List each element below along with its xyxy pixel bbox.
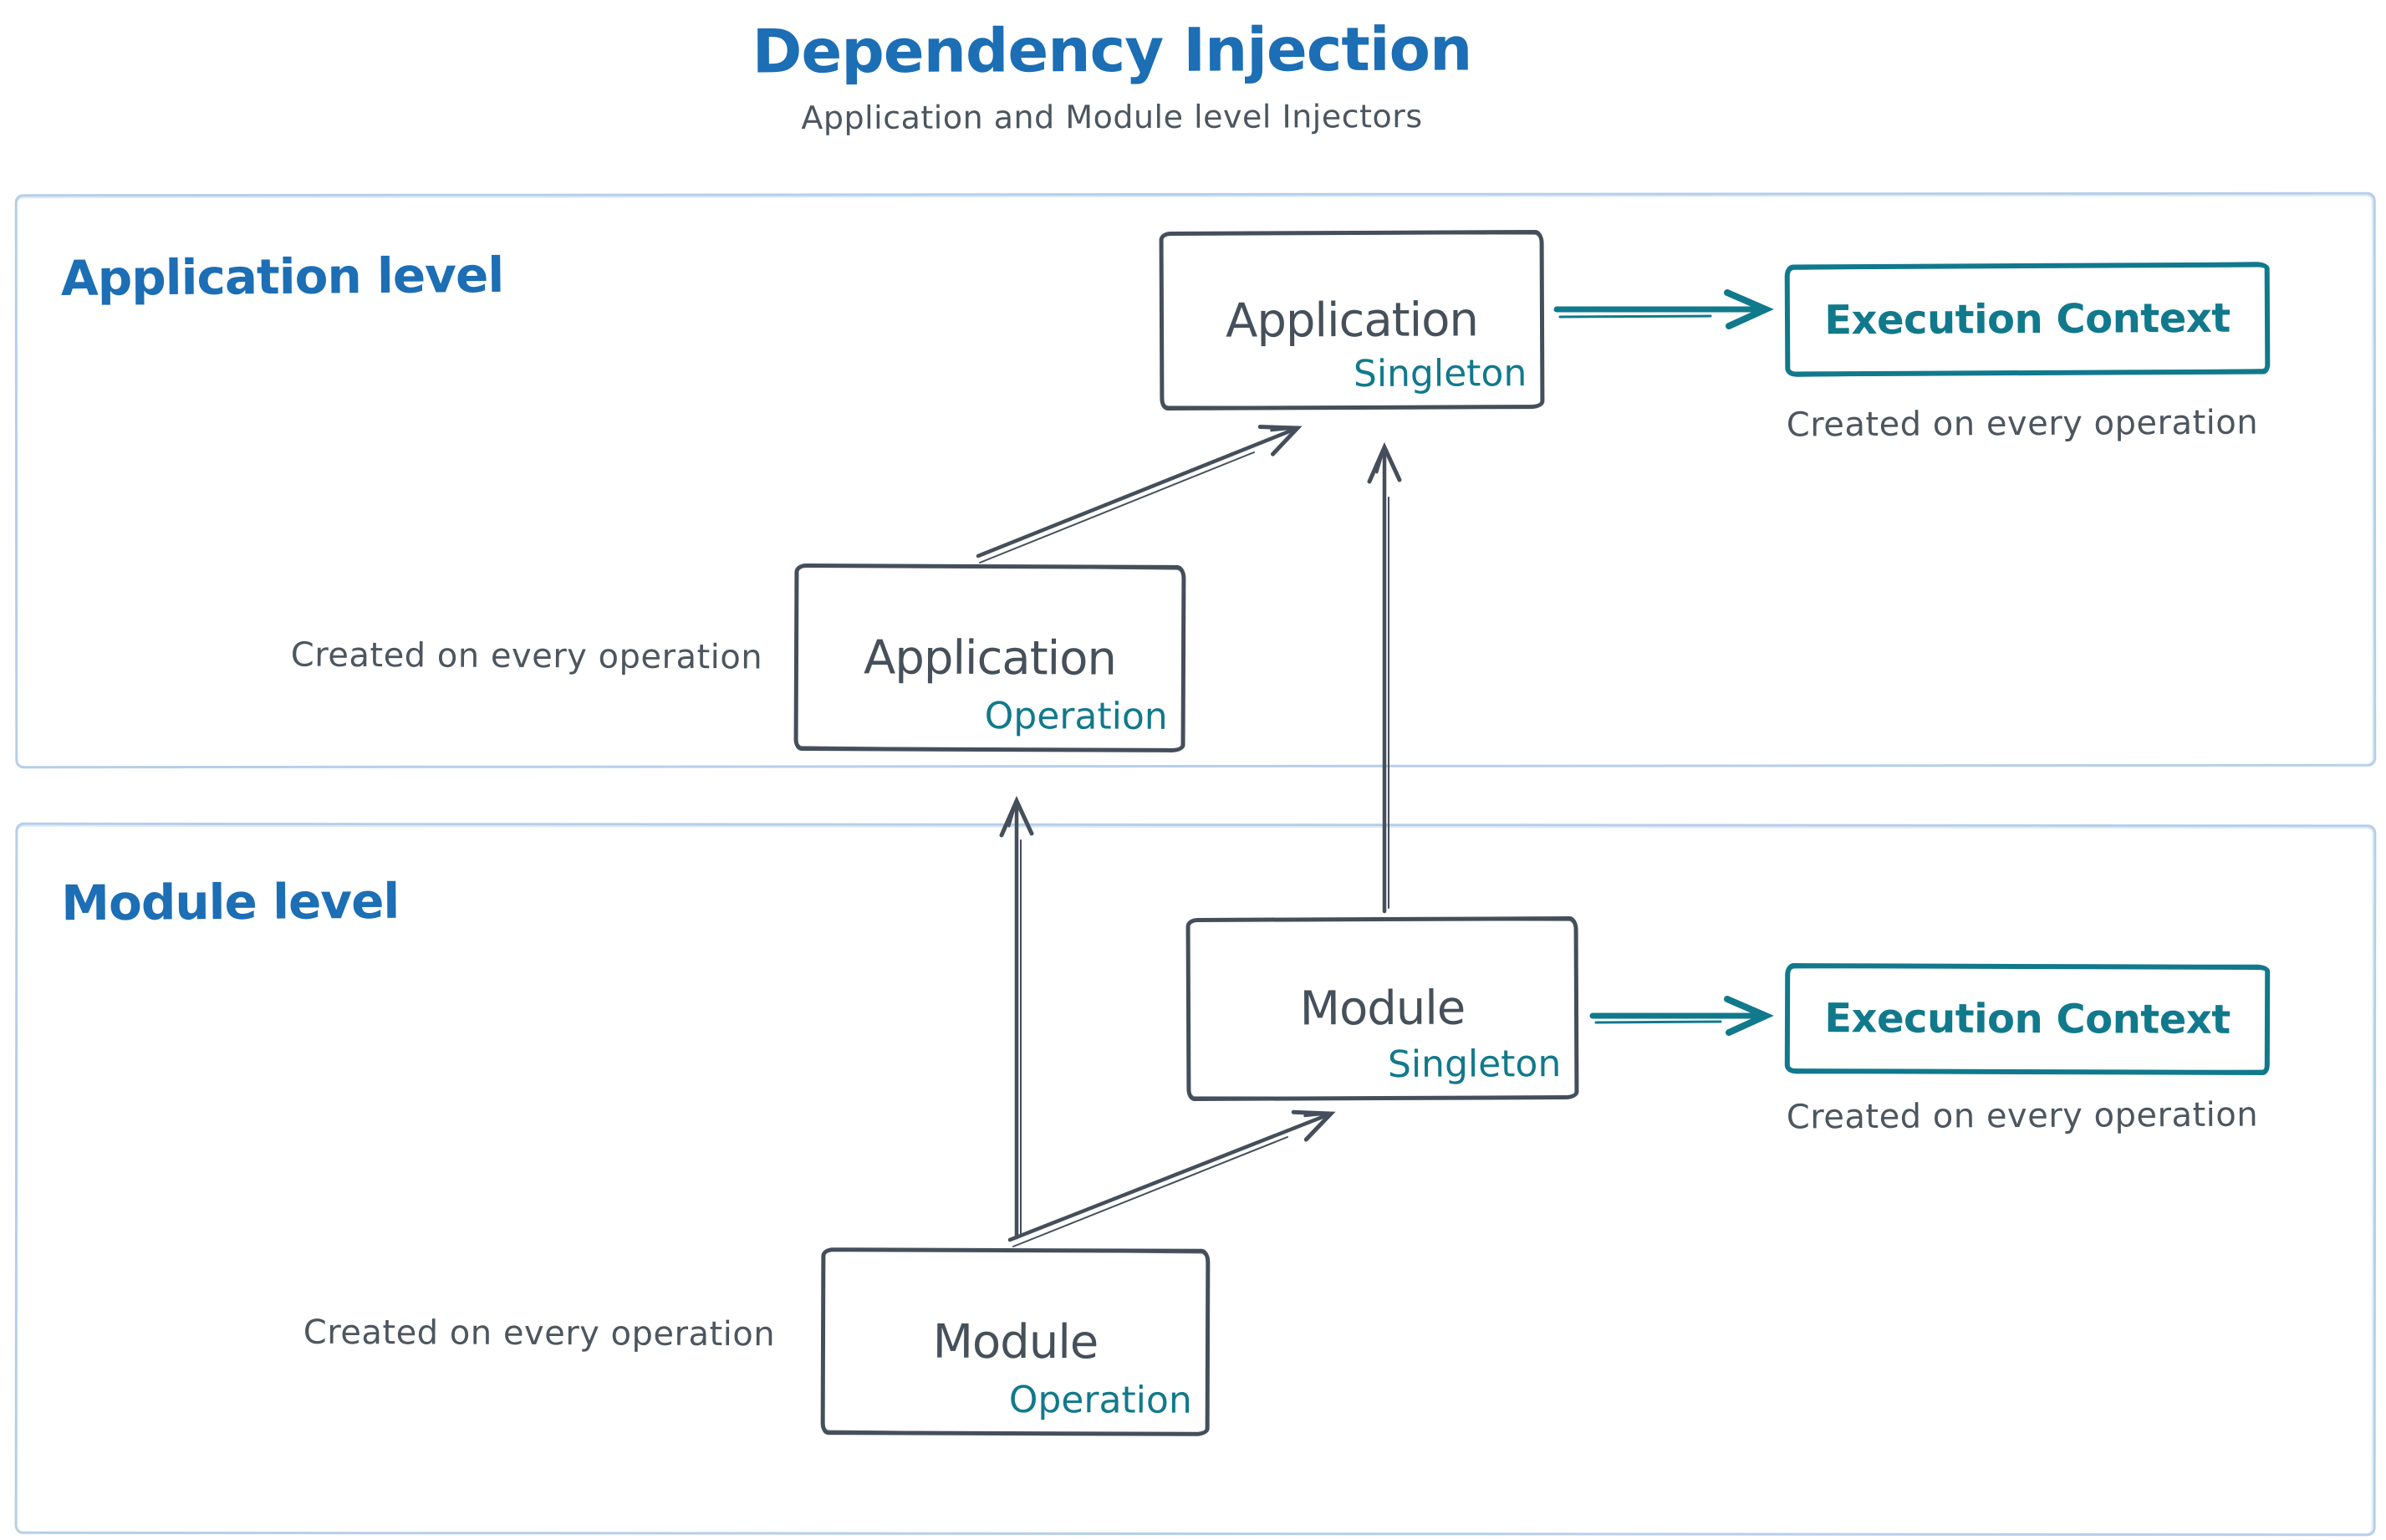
- node-label: Execution Context: [1824, 294, 2231, 344]
- node-module-singleton: Module Singleton: [1185, 915, 1579, 1102]
- node-label: Execution Context: [1824, 995, 2231, 1043]
- node-application-singleton: Application Singleton: [1159, 229, 1545, 411]
- node-execution-context-application: Execution Context: [1784, 262, 2271, 377]
- section-application-label: Application level: [60, 246, 504, 308]
- caption-execution-context-application: Created on every operation: [1786, 403, 2259, 445]
- node-sublabel: Operation: [1008, 1378, 1192, 1422]
- node-execution-context-module: Execution Context: [1784, 962, 2271, 1076]
- caption-execution-context-module: Created on every operation: [1786, 1095, 2259, 1137]
- caption-application-operation: Created on every operation: [290, 635, 763, 677]
- node-module-operation: Module Operation: [820, 1247, 1211, 1436]
- caption-module-operation: Created on every operation: [303, 1313, 776, 1354]
- section-module-label: Module level: [61, 872, 400, 932]
- node-sublabel: Singleton: [1353, 352, 1527, 395]
- diagram-header: Dependency Injection Application and Mod…: [0, 13, 2224, 135]
- node-sublabel: Operation: [984, 694, 1168, 738]
- page-subtitle: Application and Module level Injectors: [801, 98, 1423, 136]
- page-title: Dependency Injection: [752, 13, 1472, 87]
- node-application-operation: Application Operation: [793, 563, 1186, 753]
- node-sublabel: Singleton: [1387, 1043, 1562, 1086]
